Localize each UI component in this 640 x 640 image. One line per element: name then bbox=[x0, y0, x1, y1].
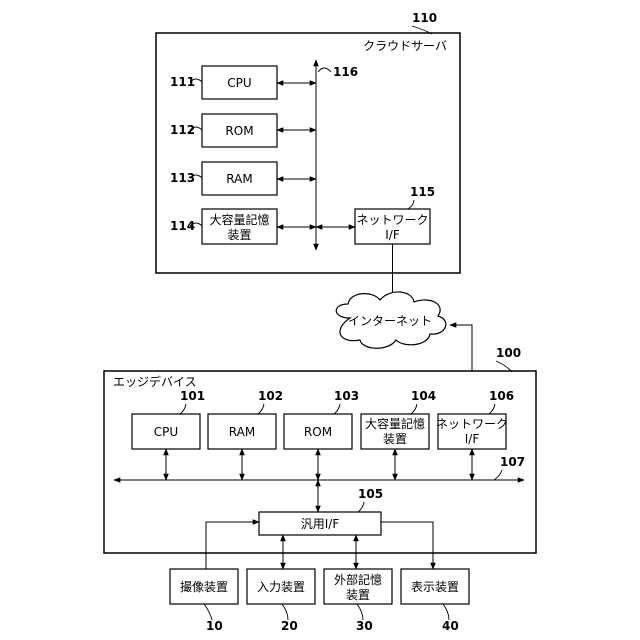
edge-rom-label: ROM bbox=[304, 425, 332, 439]
cloud-server-title: クラウドサーバ bbox=[363, 39, 447, 53]
input-device-ref-leader bbox=[282, 604, 288, 620]
cloud-network-if-ref: 115 bbox=[410, 185, 435, 199]
cloud-server-ref: 110 bbox=[412, 11, 437, 25]
cloud-cpu-label: CPU bbox=[227, 76, 251, 90]
cloud-ram-label: RAM bbox=[226, 172, 252, 186]
edge-network-if-label-2: I/F bbox=[465, 432, 480, 446]
camera-ref: 10 bbox=[206, 619, 223, 633]
edge-storage-label-1: 大容量記憶 bbox=[365, 416, 425, 431]
external-storage-ref: 30 bbox=[356, 619, 373, 633]
edge-cpu-label: CPU bbox=[154, 425, 178, 439]
cloud-storage-label-1: 大容量記憶 bbox=[209, 212, 269, 227]
edge-ram-label: RAM bbox=[229, 425, 255, 439]
general-if-label: 汎用I/F bbox=[301, 517, 340, 531]
edge-device-ref: 100 bbox=[496, 346, 521, 360]
external-storage-label-1: 外部記憶 bbox=[334, 572, 382, 587]
cloud-network-if-label-1: ネットワーク bbox=[356, 213, 428, 227]
display-device-ref-leader bbox=[443, 604, 449, 620]
cloud-server: クラウドサーバ 110 116 CPU 111 ROM 112 RAM 113 … bbox=[156, 11, 460, 273]
edge-storage-label-2: 装置 bbox=[383, 432, 407, 446]
cloud-cpu-ref: 111 bbox=[170, 75, 195, 89]
display-device-label: 表示装置 bbox=[411, 580, 459, 594]
edge-device-title: エッジデバイス bbox=[113, 374, 197, 389]
cloud-storage-ref: 114 bbox=[170, 219, 195, 233]
cloud-storage-label-2: 装置 bbox=[227, 228, 251, 242]
edge-storage-ref: 104 bbox=[411, 389, 436, 403]
display-device-ref: 40 bbox=[442, 619, 459, 633]
edge-ram-ref: 102 bbox=[258, 389, 283, 403]
edge-network-if-label-1: ネットワーク bbox=[436, 417, 508, 431]
input-device-label: 入力装置 bbox=[257, 580, 305, 594]
cloud-ram-ref: 113 bbox=[170, 171, 195, 185]
cloud-network-if-label-2: I/F bbox=[385, 228, 400, 242]
cloud-rom-label: ROM bbox=[225, 124, 253, 138]
edge-network-if-ref: 106 bbox=[489, 389, 514, 403]
input-device-ref: 20 bbox=[281, 619, 298, 633]
general-if-ref: 105 bbox=[358, 487, 383, 501]
edge-cpu-ref: 101 bbox=[180, 389, 205, 403]
edge-device: エッジデバイス 100 CPU 101 RAM 102 ROM 103 大容量記… bbox=[104, 346, 536, 553]
edge-rom-ref: 103 bbox=[334, 389, 359, 403]
cloud-bus-ref: 116 bbox=[333, 65, 358, 79]
external-storage-label-2: 装置 bbox=[346, 588, 370, 602]
cloud-rom-ref: 112 bbox=[170, 123, 195, 137]
camera-ref-leader bbox=[204, 604, 212, 620]
external-storage-ref-leader bbox=[357, 604, 363, 620]
internet-label: インターネット bbox=[348, 314, 432, 328]
camera-label: 撮像装置 bbox=[180, 580, 228, 594]
edge-bus-ref: 107 bbox=[500, 455, 525, 469]
